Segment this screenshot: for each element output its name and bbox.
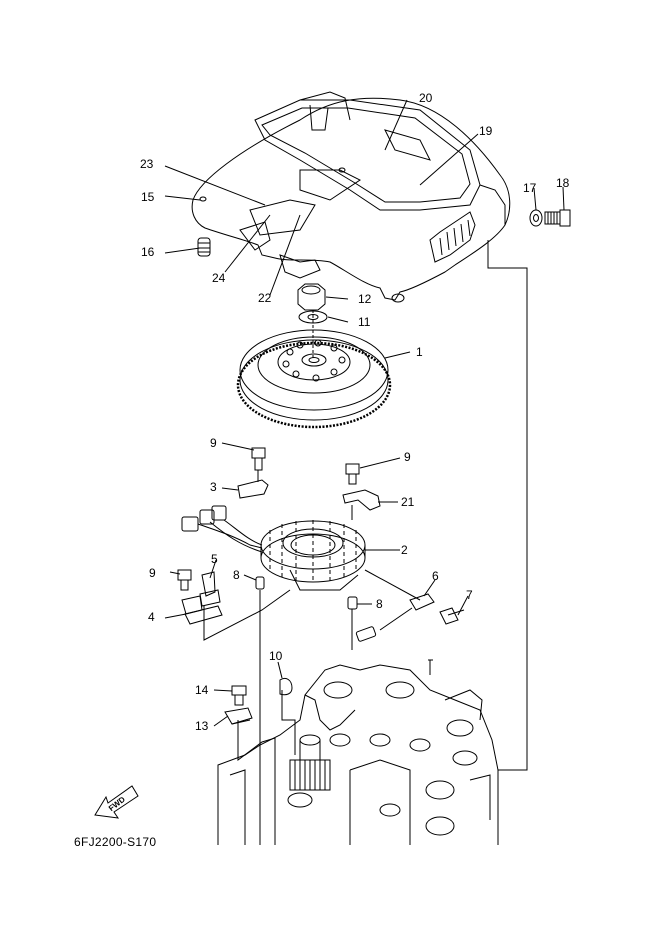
diagram-caption: 6FJ2200-S170 xyxy=(74,835,157,849)
part-2-stator xyxy=(260,520,366,591)
part-13-clamp xyxy=(224,707,253,725)
label-part-10: 10 xyxy=(269,649,283,663)
part-18-bolt xyxy=(544,209,571,227)
label-part-16: 16 xyxy=(141,245,155,259)
label-part-12: 12 xyxy=(358,292,372,306)
label-part-18: 18 xyxy=(556,176,570,190)
label-part-23: 23 xyxy=(140,157,154,171)
part-8-pin-left xyxy=(255,576,265,590)
label-part-11: 11 xyxy=(358,315,371,329)
guide-lines xyxy=(203,240,528,800)
engine-block xyxy=(217,659,499,845)
label-part-2: 2 xyxy=(401,543,408,557)
label-part-24: 24 xyxy=(212,271,226,285)
label-part-6: 6 xyxy=(432,569,439,583)
wiring-harness xyxy=(181,505,263,553)
label-part-22: 22 xyxy=(258,291,272,305)
part-21-clamp xyxy=(342,489,381,511)
label-part-9-left: 9 xyxy=(149,566,156,580)
part-3-clamp xyxy=(237,479,269,499)
part-6-pulser-coil xyxy=(355,593,435,642)
part-17-washer xyxy=(529,209,543,227)
label-part-7: 7 xyxy=(466,588,473,602)
part-7-screw xyxy=(439,607,465,625)
part-16-grommet xyxy=(197,237,211,257)
part-9-bolt-left xyxy=(177,569,192,591)
label-part-1: 1 xyxy=(416,345,423,359)
part-4-bracket xyxy=(181,595,223,625)
part-8-pin-right xyxy=(347,596,358,610)
label-part-13: 13 xyxy=(195,719,209,733)
label-part-4: 4 xyxy=(148,610,155,624)
label-part-17: 17 xyxy=(523,181,537,195)
flywheel-cover xyxy=(191,91,511,303)
part-9-bolt-upper xyxy=(251,447,266,471)
label-part-8-left: 8 xyxy=(233,568,240,582)
label-part-14: 14 xyxy=(195,683,209,697)
label-part-20: 20 xyxy=(419,91,433,105)
label-part-9-right: 9 xyxy=(404,450,411,464)
label-part-21: 21 xyxy=(401,495,415,509)
part-9-bolt-right xyxy=(345,463,360,485)
fwd-arrow-icon xyxy=(94,785,139,819)
label-part-5: 5 xyxy=(211,552,218,566)
part-1-flywheel xyxy=(236,329,392,429)
part-14-bolt xyxy=(231,685,247,706)
label-part-15: 15 xyxy=(141,190,155,204)
part-10-woodruff-key xyxy=(279,677,293,696)
part-12-nut xyxy=(297,283,326,311)
label-part-8-right: 8 xyxy=(376,597,383,611)
leader-lines xyxy=(164,99,565,727)
label-part-9-upper: 9 xyxy=(210,436,217,450)
label-part-19: 19 xyxy=(479,124,493,138)
label-part-3: 3 xyxy=(210,480,217,494)
